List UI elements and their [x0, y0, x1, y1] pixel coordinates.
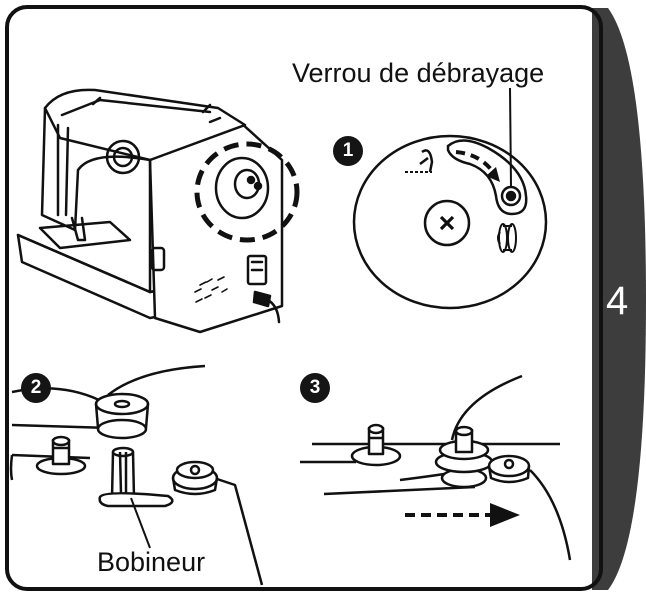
page-tab-number: 4: [606, 279, 629, 323]
panel-frame: [5, 5, 603, 591]
step-badge-1: 1: [333, 136, 363, 166]
clutch-lock-label: Verrou de débrayage: [292, 58, 545, 88]
winder-label: Bobineur: [97, 547, 206, 577]
page-tab: [592, 8, 646, 590]
winder-engage-diagram: [300, 374, 572, 561]
sewing-machine-illustration: [16, 88, 284, 334]
bobbin-winding-diagram: [9, 364, 264, 586]
handwheel-highlight: [194, 141, 300, 243]
step-badge-2: 2: [21, 373, 51, 403]
step-badge-3: 3: [300, 373, 330, 403]
clutch-detail-diagram: [352, 87, 548, 310]
